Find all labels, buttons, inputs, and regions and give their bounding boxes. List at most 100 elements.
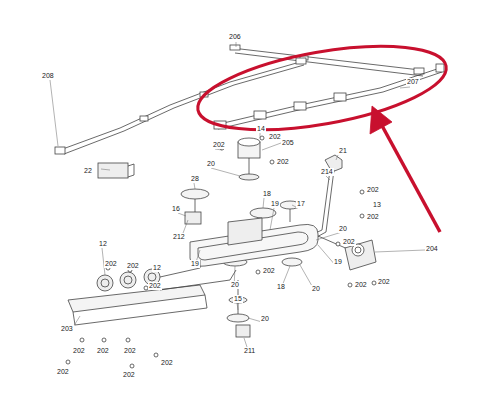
leader-lines bbox=[50, 42, 425, 347]
highlight-arrow bbox=[370, 106, 440, 232]
callout-number: 202 bbox=[148, 282, 162, 290]
burner-caps bbox=[282, 258, 302, 266]
burner-caps bbox=[181, 189, 209, 199]
harness-207 bbox=[254, 111, 266, 119]
harness-208 bbox=[296, 58, 306, 64]
callout-number: 202 bbox=[72, 347, 86, 355]
callout-number: 208 bbox=[41, 72, 55, 80]
callout-number: 21 bbox=[338, 147, 348, 155]
part-211 bbox=[236, 325, 250, 337]
callout-number: 202 bbox=[126, 262, 140, 270]
callout-number: 202 bbox=[342, 238, 356, 246]
valves-12 bbox=[160, 260, 236, 290]
callout-number: 17 bbox=[296, 200, 306, 208]
callout-number: 202 bbox=[268, 133, 282, 141]
callout-number: 202 bbox=[354, 281, 368, 289]
callout-number: 202 bbox=[276, 158, 290, 166]
callout-number: 202 bbox=[160, 359, 174, 367]
screws-202 bbox=[372, 281, 376, 285]
valves-12 bbox=[97, 260, 236, 291]
callout-number: 205 bbox=[281, 139, 295, 147]
callout-number: 20 bbox=[311, 285, 321, 293]
harness-208 bbox=[140, 116, 148, 121]
screws-202 bbox=[348, 283, 352, 287]
screws-202 bbox=[130, 364, 134, 368]
callout-number: 18 bbox=[276, 283, 286, 291]
part-211 bbox=[236, 325, 250, 337]
highlight-ellipse bbox=[192, 31, 453, 146]
manifold-19 bbox=[228, 218, 262, 245]
burner-caps bbox=[250, 208, 276, 218]
callout-number: 14 bbox=[256, 125, 266, 133]
screws-202 bbox=[270, 160, 274, 164]
callout-number: 202 bbox=[123, 347, 137, 355]
callout-number: 203 bbox=[60, 325, 74, 333]
leader-lines bbox=[50, 42, 410, 180]
callout-number: 20 bbox=[338, 225, 348, 233]
harness-208 bbox=[60, 62, 304, 154]
callout-number: 202 bbox=[122, 371, 136, 379]
bracket-203 bbox=[73, 295, 207, 325]
harness-207 bbox=[214, 64, 444, 129]
callout-number: 19 bbox=[333, 258, 343, 266]
callout-number: 22 bbox=[83, 167, 93, 175]
ignition-module-22 bbox=[128, 164, 134, 177]
valve-205 bbox=[239, 174, 259, 180]
callout-number: 202 bbox=[96, 347, 110, 355]
harness-206 bbox=[414, 68, 424, 74]
callout-number: 18 bbox=[262, 190, 272, 198]
valves-12 bbox=[148, 273, 156, 281]
screws-202 bbox=[256, 270, 260, 274]
screws-202 bbox=[80, 338, 84, 342]
callout-number: 15 bbox=[233, 295, 243, 303]
ignition-module-22 bbox=[98, 163, 134, 178]
screws-202 bbox=[360, 190, 364, 194]
harness-208 bbox=[55, 58, 306, 154]
callout-number: 28 bbox=[190, 175, 200, 183]
bracket-203 bbox=[68, 285, 207, 325]
callout-number: 20 bbox=[206, 160, 216, 168]
callout-number: 19 bbox=[190, 260, 200, 268]
valve-205 bbox=[249, 158, 250, 175]
harness-208 bbox=[55, 147, 65, 154]
manifold-19 bbox=[190, 218, 350, 266]
harness-207 bbox=[436, 64, 444, 72]
harness-207 bbox=[294, 102, 306, 110]
callout-number: 20 bbox=[260, 315, 270, 323]
valves-12 bbox=[124, 276, 132, 284]
callout-number: 20 bbox=[230, 281, 240, 289]
screws-202 bbox=[154, 353, 158, 357]
callout-number: 202 bbox=[56, 368, 70, 376]
burner-caps bbox=[290, 209, 291, 222]
ignition-module-22 bbox=[98, 163, 128, 178]
callout-number: 12 bbox=[98, 240, 108, 248]
callout-number: 211 bbox=[243, 347, 256, 355]
callout-number: 202 bbox=[212, 141, 226, 149]
valve-205 bbox=[238, 138, 260, 146]
callout-number: 207 bbox=[406, 78, 420, 86]
callout-number: 212 bbox=[172, 233, 186, 241]
screws-202 bbox=[102, 338, 106, 342]
valve-204 bbox=[355, 247, 361, 253]
leader-lines bbox=[178, 183, 425, 252]
callout-number: 204 bbox=[425, 245, 439, 253]
callout-number: 202 bbox=[366, 186, 380, 194]
highlight-arrow bbox=[370, 106, 392, 134]
valves-12 bbox=[101, 279, 109, 287]
burner-caps bbox=[195, 199, 196, 212]
bracket-203 bbox=[68, 285, 205, 312]
callout-number: 202 bbox=[366, 213, 380, 221]
valve-205 bbox=[238, 138, 260, 180]
screws-202 bbox=[260, 136, 264, 140]
harness-206 bbox=[232, 48, 423, 76]
highlight-ellipse bbox=[192, 31, 453, 146]
harness-207 bbox=[215, 68, 442, 129]
screws-202 bbox=[66, 360, 70, 364]
callout-number: 206 bbox=[228, 33, 242, 41]
callout-number: 202 bbox=[104, 260, 118, 268]
harness-206 bbox=[230, 45, 240, 50]
valves-12 bbox=[97, 275, 113, 291]
highlight-arrow bbox=[380, 122, 440, 232]
